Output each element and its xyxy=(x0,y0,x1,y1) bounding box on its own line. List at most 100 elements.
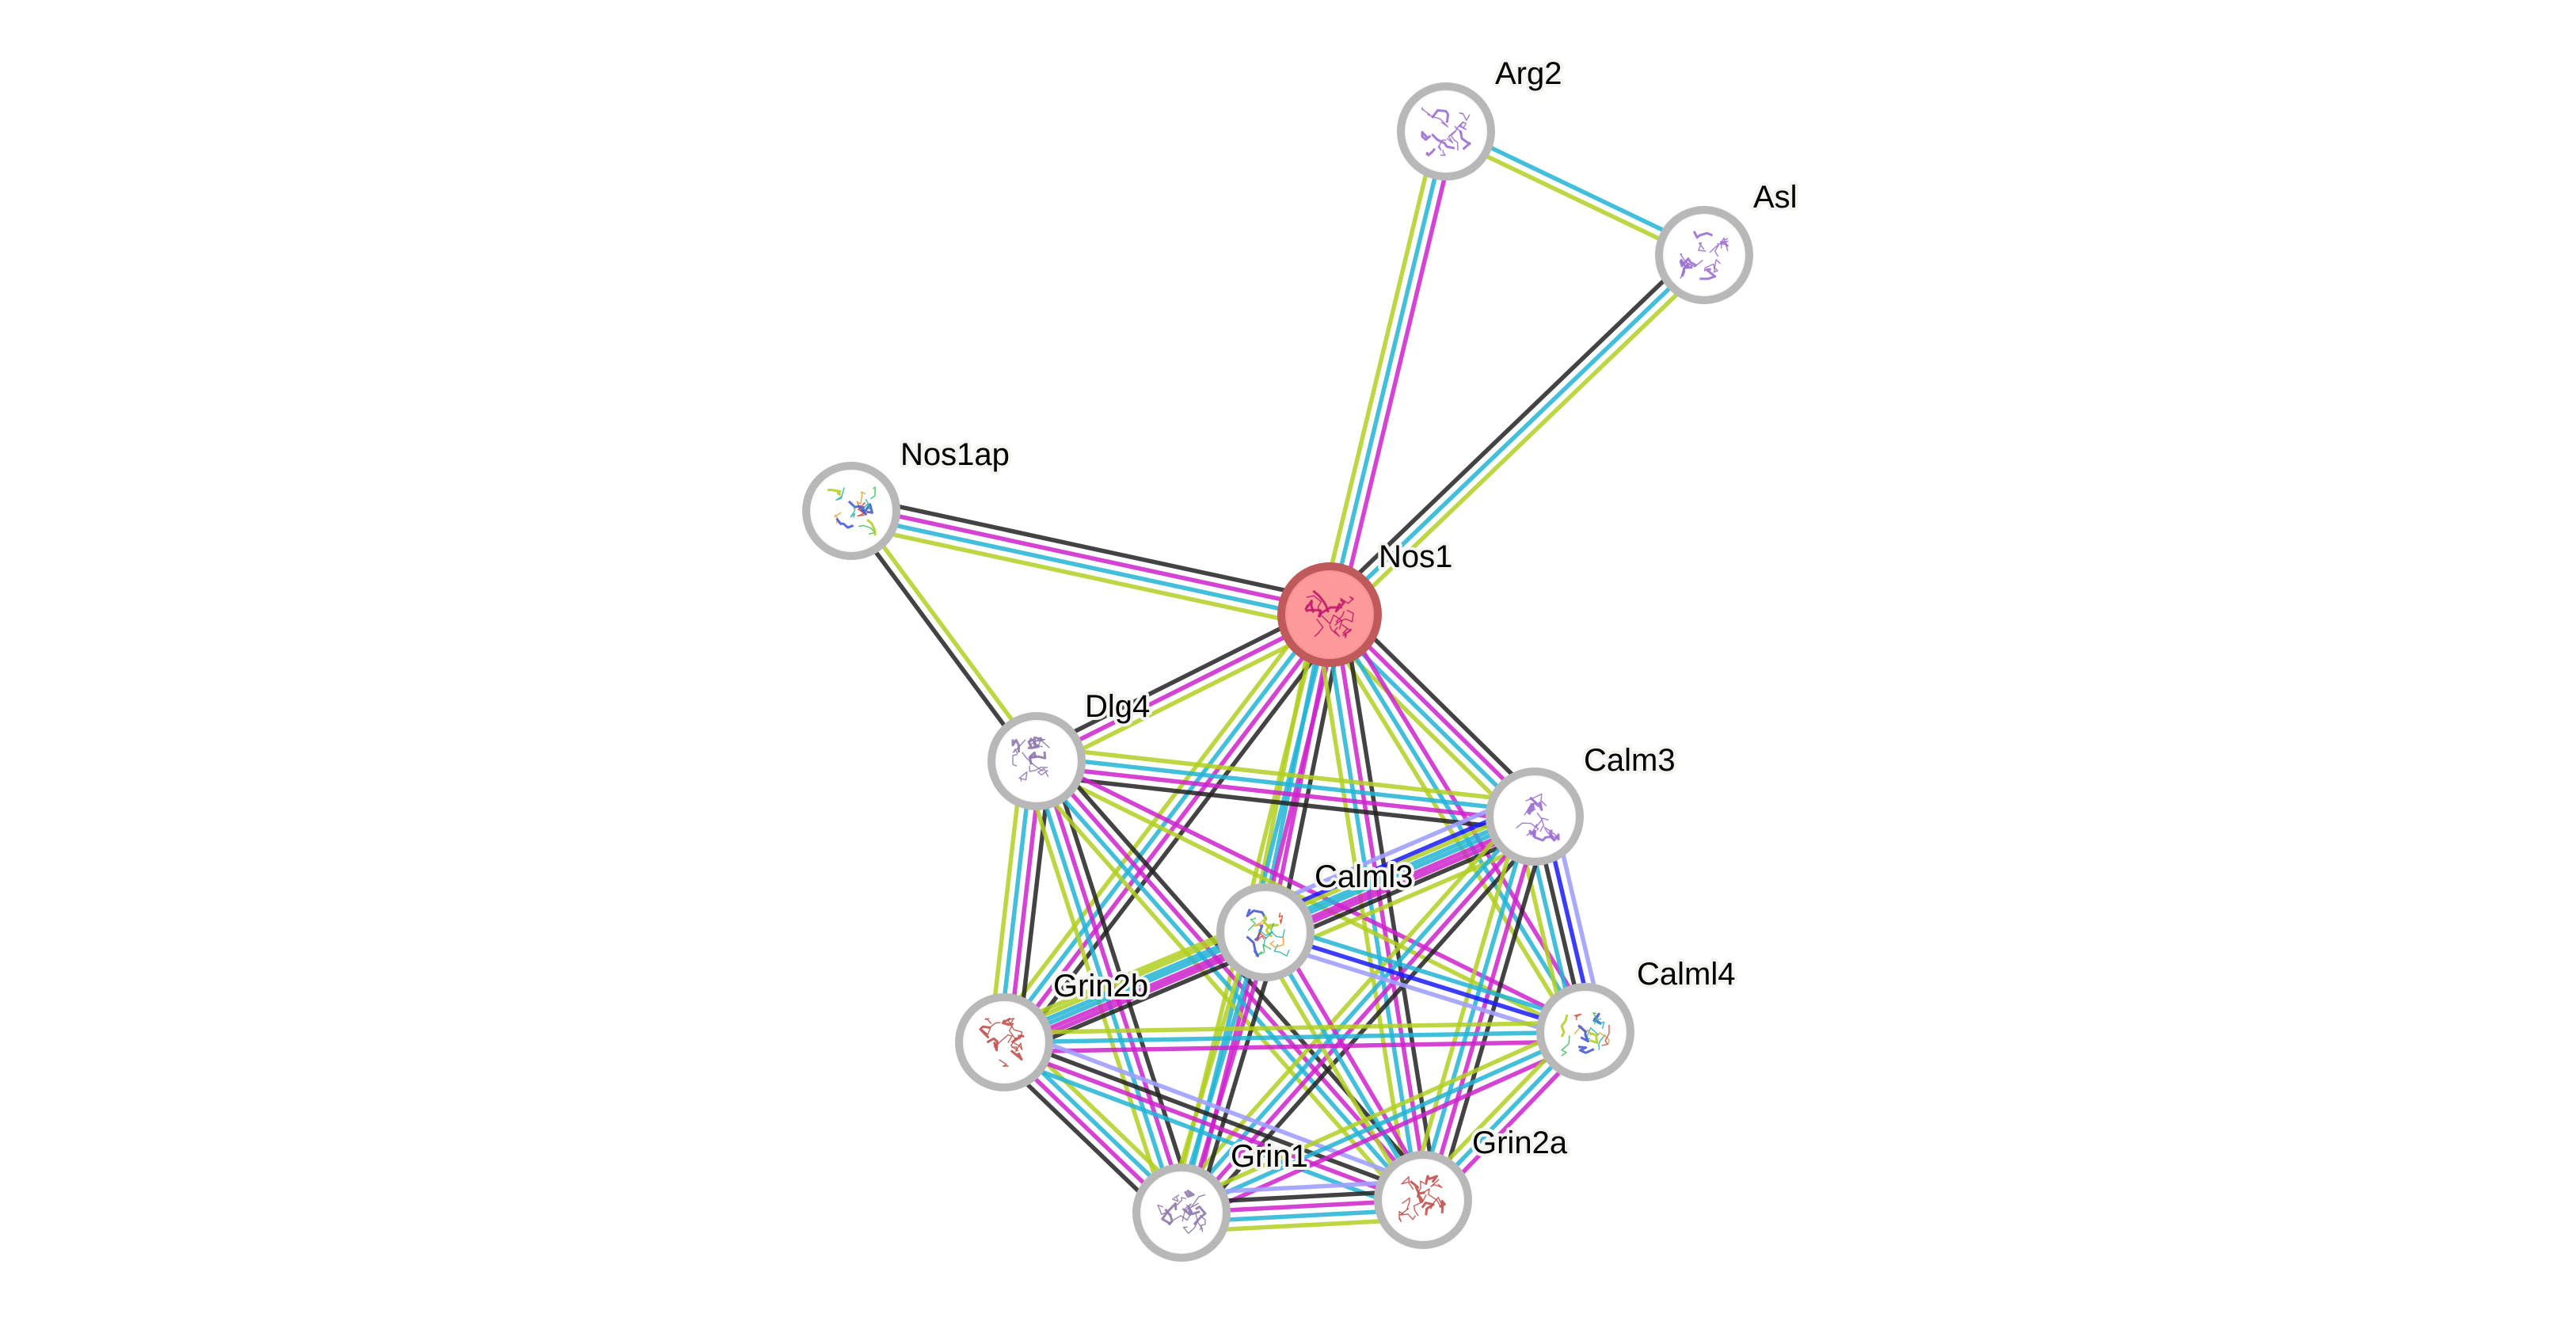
edge-grin2b-calml4[interactable] xyxy=(1003,1020,1586,1054)
evidence-line-textmining xyxy=(997,916,1261,1031)
protein-structure-icon xyxy=(828,486,877,536)
evidence-line-experiments xyxy=(1035,612,1331,764)
edge-nos1ap-nos1[interactable] xyxy=(847,494,1334,631)
evidence-line-experiments xyxy=(1336,133,1458,618)
protein-structure-icon xyxy=(979,1017,1025,1067)
evidence-line-textmining xyxy=(1166,927,1254,1209)
evidence-line-databases xyxy=(1037,754,1535,814)
node-circle[interactable] xyxy=(1486,767,1584,866)
evidence-line-coexpression xyxy=(1321,246,1699,610)
protein-structure-icon xyxy=(1679,230,1729,280)
node-label: Grin1 xyxy=(1231,1139,1308,1174)
evidence-line-coexpression xyxy=(1193,935,1281,1217)
evidence-line-textmining xyxy=(1255,935,1417,1206)
node-label: Nos1 xyxy=(1379,539,1452,574)
evidence-line-coexpression xyxy=(854,494,1334,604)
evidence-line-neighborhood xyxy=(1265,930,1586,1034)
node-label: Grin2a xyxy=(1472,1125,1568,1160)
node-label: Calm3 xyxy=(1584,743,1676,778)
edge-dlg4-calm3[interactable] xyxy=(1034,745,1537,833)
node-circle[interactable] xyxy=(1216,883,1315,981)
edge-arg2-nos1[interactable] xyxy=(1318,128,1458,618)
node-label: Asl xyxy=(1753,180,1798,215)
evidence-line-experiments xyxy=(1004,1039,1586,1054)
node-nos1ap[interactable]: Nos1ap xyxy=(802,434,1013,560)
node-circle[interactable] xyxy=(1397,82,1495,181)
node-grin2b[interactable]: Grin2b xyxy=(955,965,1151,1091)
node-calml3[interactable]: Calml3 xyxy=(1216,856,1416,981)
protein-structure-icon xyxy=(1304,589,1354,638)
protein-structure-icon xyxy=(1011,736,1050,782)
evidence-line-coexpression xyxy=(1270,828,1542,948)
evidence-line-experiments xyxy=(1037,755,1589,1030)
node-calml4[interactable]: Calml4 xyxy=(1536,954,1738,1081)
evidence-line-homology xyxy=(1255,792,1527,912)
evidence-line-textmining xyxy=(1313,616,1411,1203)
node-circle[interactable] xyxy=(802,462,900,560)
node-label: Grin2b xyxy=(1053,969,1148,1004)
evidence-line-coexpression xyxy=(1034,773,1534,833)
evidence-line-experiments xyxy=(1036,764,1535,824)
evidence-line-coexpression xyxy=(1008,943,1273,1058)
edge-asl-nos1[interactable] xyxy=(1321,246,1713,623)
evidence-line-databases xyxy=(999,610,1328,1042)
edge-nos1ap-dlg4[interactable] xyxy=(845,506,1043,766)
evidence-line-databases xyxy=(1267,920,1589,1026)
edge-calml3-grin2a[interactable] xyxy=(1255,926,1433,1206)
evidence-line-databases xyxy=(1327,131,1448,615)
evidence-line-databases xyxy=(850,513,1330,622)
node-label: Nos1ap xyxy=(900,437,1010,472)
evidence-line-databases xyxy=(1031,763,1421,1205)
evidence-line-coexpression xyxy=(1031,604,1326,755)
evidence-line-textmining xyxy=(1003,1020,1585,1035)
evidence-line-databases xyxy=(1180,1030,1587,1215)
node-dlg4[interactable]: Dlg4 xyxy=(987,686,1153,810)
node-label: Dlg4 xyxy=(1085,689,1150,724)
evidence-line-databases xyxy=(998,1053,1419,1216)
evidence-line-homology xyxy=(1008,1026,1429,1189)
node-asl[interactable]: Asl xyxy=(1655,177,1801,304)
evidence-line-experiments xyxy=(1271,926,1433,1197)
evidence-line-textmining xyxy=(847,522,1327,631)
evidence-line-experiments xyxy=(1001,1045,1422,1207)
evidence-line-textmining xyxy=(991,604,1320,1035)
node-grin1[interactable]: Grin1 xyxy=(1132,1136,1311,1262)
node-calm3[interactable]: Calm3 xyxy=(1486,740,1679,866)
node-label: Calml4 xyxy=(1637,957,1735,992)
evidence-line-textmining xyxy=(1273,836,1545,957)
node-circle[interactable] xyxy=(987,712,1086,810)
node-circle[interactable] xyxy=(955,993,1053,1091)
edges-layer xyxy=(845,125,1713,1234)
node-label: Arg2 xyxy=(1495,56,1562,91)
evidence-line-textmining xyxy=(1169,806,1526,1205)
protein-structure-icon xyxy=(1516,793,1560,842)
evidence-line-coexpression xyxy=(1005,1035,1426,1198)
evidence-line-textmining xyxy=(987,759,1025,1042)
protein-structure-icon xyxy=(1157,1190,1207,1234)
evidence-line-textmining xyxy=(1037,745,1537,805)
node-label: Calml3 xyxy=(1315,859,1413,894)
evidence-line-textmining xyxy=(1334,260,1713,623)
evidence-line-coexpression xyxy=(1190,825,1547,1224)
query-node-circle[interactable] xyxy=(1277,562,1382,667)
evidence-line-textmining xyxy=(1318,128,1440,613)
node-grin2a[interactable]: Grin2a xyxy=(1374,1122,1571,1249)
edge-grin2b-grin2a[interactable] xyxy=(998,1026,1429,1216)
node-circle[interactable] xyxy=(1132,1164,1231,1262)
evidence-line-databases xyxy=(1258,613,1327,932)
protein-structure-icon xyxy=(1560,1011,1610,1057)
evidence-line-experiments xyxy=(851,504,1331,612)
evidence-line-databases xyxy=(1263,931,1425,1202)
protein-structure-icon xyxy=(1246,908,1290,958)
node-circle[interactable] xyxy=(1655,206,1753,304)
evidence-line-coexpression xyxy=(845,512,1035,766)
evidence-line-neighborhood xyxy=(1258,801,1530,921)
evidence-line-databases xyxy=(1003,1030,1586,1045)
node-arg2[interactable]: Arg2 xyxy=(1397,53,1566,181)
evidence-line-textmining xyxy=(853,506,1043,760)
protein-structure-icon xyxy=(1398,1175,1446,1222)
evidence-line-textmining xyxy=(1176,1021,1583,1206)
node-nos1[interactable]: Nos1 xyxy=(1277,536,1455,667)
